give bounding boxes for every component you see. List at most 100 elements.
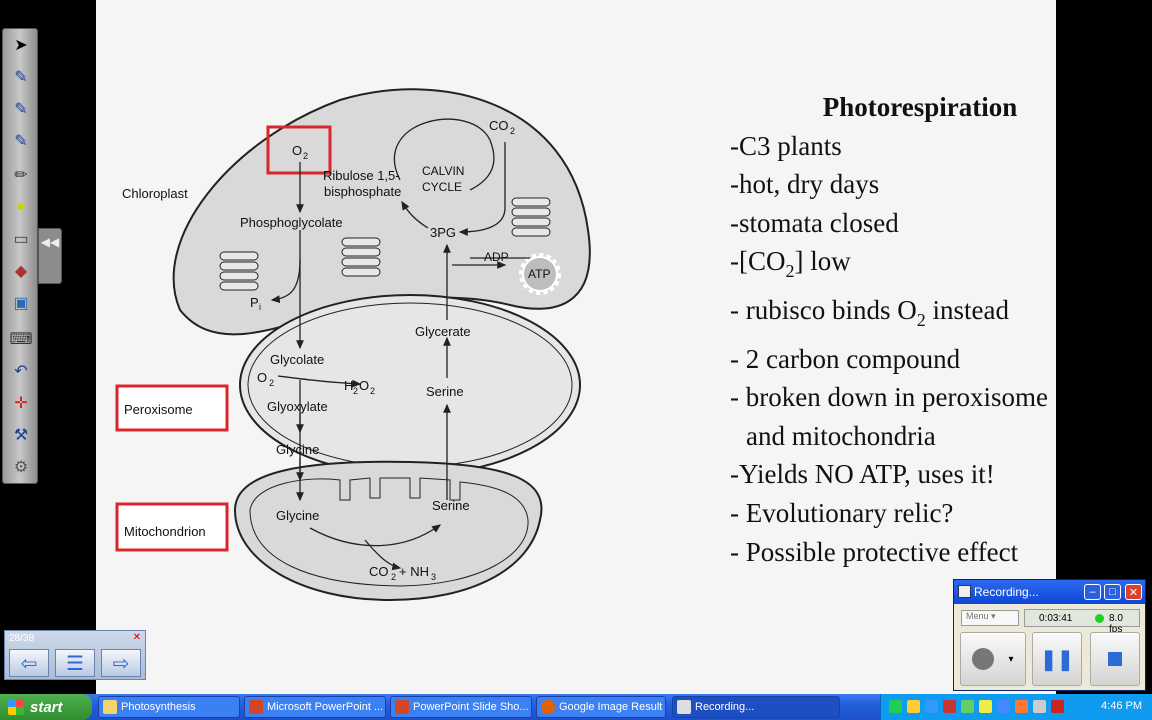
slides-icon: ☰	[66, 652, 84, 675]
mitochondrion-shape	[233, 460, 543, 602]
chevron-down-icon: ▾	[1008, 653, 1014, 665]
bullet-subscript: 2	[916, 309, 926, 330]
tray-icon[interactable]	[961, 700, 974, 713]
pen-icon[interactable]: ✎	[14, 101, 28, 118]
svg-text:2: 2	[510, 126, 515, 136]
mitochondrion-label-box	[115, 502, 229, 552]
pause-icon: ❚❚	[1040, 648, 1074, 671]
close-icon[interactable]: ✕	[132, 632, 141, 643]
bullet: - broken down in peroxisome	[730, 382, 1048, 413]
pause-button[interactable]: ❚❚	[1032, 632, 1082, 686]
task-label: Microsoft PowerPoint ...	[267, 701, 384, 713]
glycine-peroxisome-label: Glycine	[276, 442, 319, 457]
task-label: Google Image Result ...	[559, 701, 666, 713]
slide-navigator: 28/38 ✕ ⇦ ☰ ⇨	[4, 630, 146, 680]
slide-text: Photorespiration -C3 plants -hot, dry da…	[730, 88, 1130, 571]
previous-slide-button[interactable]: ⇦	[9, 649, 49, 677]
recording-menu-select[interactable]: Menu ▾	[961, 610, 1019, 626]
minimize-button[interactable]: –	[1084, 584, 1101, 600]
task-label: PowerPoint Slide Sho...	[413, 701, 529, 713]
stop-button[interactable]	[1090, 632, 1140, 686]
eraser-icon[interactable]: ▭	[13, 231, 29, 248]
crosshair-icon[interactable]: ✛	[14, 395, 28, 412]
bisphosphate-label: bisphosphate	[324, 184, 401, 199]
start-button[interactable]: start	[0, 694, 92, 720]
chevron-down-icon: ▾	[991, 611, 996, 621]
app-icon	[958, 585, 971, 598]
serine-peroxisome-label: Serine	[426, 384, 464, 399]
bullet: -stomata closed	[730, 207, 899, 238]
bullet: - rubisco binds O2 instead	[730, 291, 1130, 340]
svg-text:+ NH: + NH	[399, 564, 429, 579]
arrow-pointer-icon[interactable]: ➤	[14, 37, 28, 54]
pi-label: P	[250, 295, 259, 310]
taskbar-item-firefox[interactable]: Google Image Result ...	[536, 696, 666, 718]
bullet: - Possible protective effect	[730, 536, 1019, 567]
page-icon[interactable]: ▣	[13, 295, 29, 312]
ribulose-label: Ribulose 1,5-	[323, 168, 400, 183]
tray-icon[interactable]	[925, 700, 938, 713]
svg-text:2: 2	[353, 386, 358, 396]
tray-icon[interactable]	[943, 700, 956, 713]
next-slide-button[interactable]: ⇨	[101, 649, 141, 677]
maximize-button[interactable]: □	[1104, 584, 1121, 600]
record-icon	[972, 648, 995, 670]
peroxisome-label-box	[115, 384, 229, 432]
pencil-icon[interactable]: ✏	[14, 167, 28, 184]
photorespiration-diagram: Chloroplast Peroxisome Mitochondrion O R…	[115, 88, 591, 602]
close-button[interactable]: ✕	[1125, 584, 1142, 600]
tools-icon[interactable]: ⚒	[13, 427, 29, 444]
highlighter-icon[interactable]: ●	[16, 198, 26, 215]
task-label: Recording...	[695, 701, 755, 713]
taskbar-item-powerpoint[interactable]: Microsoft PowerPoint ...	[244, 696, 386, 718]
3pg-label: 3PG	[430, 225, 456, 240]
tray-icon[interactable]	[979, 700, 992, 713]
bullet-suffix: ] low	[794, 246, 851, 277]
pen-icon[interactable]: ✎	[14, 69, 28, 86]
bullet: - Evolutionary relic?	[730, 497, 954, 528]
tray-icon[interactable]	[1015, 700, 1028, 713]
thylakoid-stack	[219, 197, 551, 291]
status-indicator-icon	[1095, 614, 1104, 623]
taskbar-item-slideshow[interactable]: PowerPoint Slide Sho...	[390, 696, 532, 718]
minimize-icon: –	[1089, 586, 1096, 598]
recording-status: 0:03:41 8.0 fps	[1024, 609, 1140, 635]
arrow-right-icon: ⇨	[112, 652, 130, 675]
arrow-left-icon: ⇦	[20, 652, 38, 675]
shape-icon[interactable]: ◆	[14, 263, 28, 280]
keyboard-icon[interactable]: ⌨	[9, 331, 33, 348]
tray-icon[interactable]	[907, 700, 920, 713]
recorder-icon	[677, 700, 691, 714]
o2-box-label: O	[292, 143, 302, 158]
taskbar-item-recording[interactable]: Recording...	[672, 696, 840, 718]
firefox-icon	[541, 700, 555, 714]
svg-text:3: 3	[431, 572, 436, 582]
volume-icon[interactable]	[1033, 700, 1046, 713]
svg-text:O: O	[359, 378, 369, 393]
bullet: -[CO2] low	[730, 242, 1130, 291]
taskbar-item-photosynthesis[interactable]: Photosynthesis	[98, 696, 240, 718]
tray-icon[interactable]	[997, 700, 1010, 713]
undo-icon[interactable]: ↶	[14, 363, 28, 380]
record-button[interactable]: ▾	[960, 632, 1026, 686]
co2-nh3-label: CO	[369, 564, 389, 579]
bullet-prefix: -[CO	[730, 246, 786, 277]
maximize-icon: □	[1109, 586, 1116, 598]
phosphoglycolate-label: Phosphoglycolate	[240, 215, 343, 230]
svg-text:2: 2	[391, 572, 396, 582]
o2-highlight-box	[266, 125, 332, 175]
mitochondrion-label: Mitochondrion	[124, 524, 206, 539]
slide-menu-button[interactable]: ☰	[55, 649, 95, 677]
gear-icon[interactable]: ⚙	[13, 459, 29, 476]
elapsed-time: 0:03:41	[1039, 613, 1073, 624]
pen-icon[interactable]: ✎	[14, 133, 28, 150]
atp-label: ATP	[528, 267, 550, 281]
toolbar-collapse-handle[interactable]: ◀◀	[38, 228, 62, 284]
o2-label: O	[257, 370, 267, 385]
powerpoint-icon	[249, 700, 263, 714]
bullet: -Yields NO ATP, uses it!	[730, 459, 995, 490]
clock: 4:46 PM	[1101, 700, 1142, 712]
tray-icon[interactable]	[1051, 700, 1064, 713]
network-icon[interactable]	[889, 700, 902, 713]
recording-window: Recording... – □ ✕ Menu ▾ 0:03:41 8.0 fp…	[953, 579, 1146, 691]
